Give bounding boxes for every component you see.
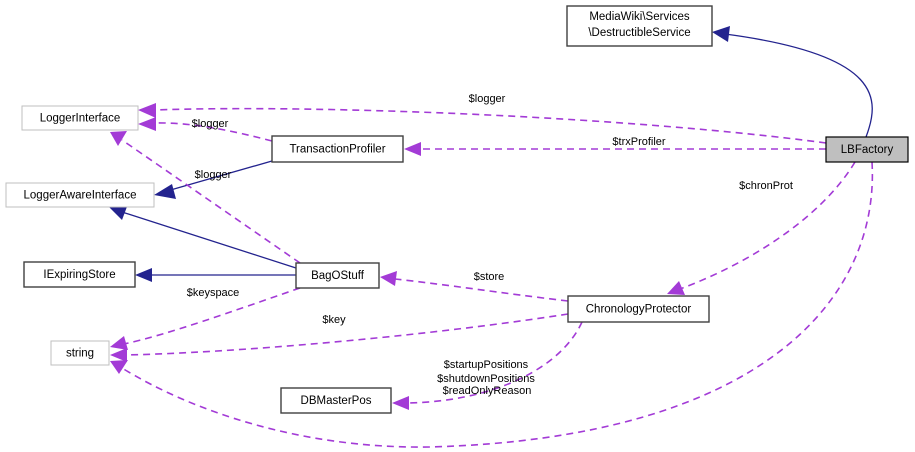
edge-bagostuff-loggerawareinterface: [109, 204, 297, 269]
node-label-line1: TransactionProfiler: [289, 144, 385, 156]
arrow-head-association: [110, 360, 128, 374]
node-chronology-protector[interactable]: ChronologyProtector: [567, 295, 710, 323]
node-box: [825, 136, 909, 163]
node-dbmaster-pos[interactable]: DBMasterPos: [280, 387, 392, 414]
arrow-head-association: [138, 103, 156, 118]
node-string[interactable]: string: [50, 340, 110, 366]
edge-label-trx-profiler: $trxProfiler: [612, 136, 666, 148]
edge-line: [121, 161, 874, 448]
node-box: [271, 135, 404, 163]
arrow-head-association: [138, 117, 156, 131]
edge-lbfactory-string: $readOnlyReason: [110, 161, 874, 448]
edge-lbfactory-loggerinterface: $logger: [138, 93, 827, 144]
node-box: [295, 262, 380, 289]
edge-line: [123, 287, 301, 345]
node-lbfactory[interactable]: LBFactory: [825, 136, 909, 163]
edge-chronologyprotector-bagostuff: $store: [380, 271, 569, 302]
edge-label-shutdown-positions: $shutdownPositions: [437, 373, 535, 385]
node-logger-interface[interactable]: LoggerInterface: [21, 105, 139, 131]
edge-line: [679, 161, 856, 290]
edge-bagostuff-iexpiringstore: [135, 268, 296, 282]
node-logger-aware-interface[interactable]: LoggerAwareInterface: [5, 182, 155, 208]
node-iexpiring-store[interactable]: IExpiringStore: [23, 261, 136, 288]
node-label-line1: LoggerAwareInterface: [24, 190, 137, 202]
arrow-head-association: [667, 281, 685, 295]
arrow-head-association: [110, 336, 128, 350]
node-label-line1: MediaWiki\Services: [589, 11, 690, 23]
edge-transactionprofiler-loggerawareinterface: [154, 160, 273, 199]
edge-lbfactory-destructibleservice: [712, 26, 873, 138]
node-box: [567, 295, 710, 323]
edge-line: [724, 33, 873, 138]
node-destructible-service[interactable]: MediaWiki\Services \DestructibleService: [566, 5, 713, 47]
node-box: [5, 182, 155, 208]
node-transaction-profiler[interactable]: TransactionProfiler: [271, 135, 404, 163]
edge-label-key: $key: [322, 314, 346, 326]
edge-line: [405, 321, 583, 404]
node-label-line1: DBMasterPos: [301, 395, 372, 407]
arrow-head-inheritance: [109, 204, 128, 220]
node-label-line1: BagOStuff: [311, 270, 365, 282]
edge-chronologyprotector-string: $key: [110, 313, 569, 362]
node-label-line2: \DestructibleService: [588, 27, 690, 39]
node-label-line1: LoggerInterface: [40, 113, 121, 125]
edge-bagostuff-loggerinterface: $logger: [110, 131, 301, 264]
node-box: [50, 340, 110, 366]
edge-label-chron-prot: $chronProt: [739, 180, 793, 192]
edge-label-read-only-reason: $readOnlyReason: [443, 385, 532, 397]
arrow-head-association: [380, 271, 397, 286]
edge-lbfactory-transactionprofiler: $trxProfiler: [404, 136, 826, 156]
node-box: [23, 261, 136, 288]
edge-label-logger-top: $logger: [469, 93, 506, 105]
edge-label-logger-mid: $logger: [192, 118, 229, 130]
node-label-line1: ChronologyProtector: [586, 304, 692, 316]
arrow-head-association: [404, 142, 421, 156]
edge-chronologyprotector-dbmasterpos: $startupPositions $shutdownPositions: [392, 321, 583, 410]
edge-line: [121, 139, 301, 264]
edge-transactionprofiler-loggerinterface: $logger: [138, 117, 273, 142]
edge-label-keyspace: $keyspace: [187, 287, 240, 299]
arrow-head-association: [392, 396, 409, 410]
edge-line: [166, 160, 273, 192]
edge-line: [123, 313, 569, 356]
arrow-head-inheritance: [712, 26, 730, 42]
edge-lbfactory-chronologyprotector: $chronProt: [667, 161, 856, 295]
arrow-head-association: [110, 348, 127, 362]
node-label-line1: IExpiringStore: [43, 269, 115, 281]
node-bagostuff[interactable]: BagOStuff: [295, 262, 380, 289]
edge-bagostuff-string: $keyspace: [110, 287, 301, 350]
arrow-head-association: [110, 131, 127, 146]
edge-line: [121, 211, 297, 269]
node-box: [21, 105, 139, 131]
arrow-head-inheritance: [154, 184, 176, 199]
edge-label-store: $store: [474, 271, 505, 283]
node-box: [280, 387, 392, 414]
edge-line: [152, 107, 827, 144]
node-box: [566, 5, 713, 47]
node-label-line1: string: [66, 348, 94, 360]
node-label-line1: LBFactory: [841, 144, 894, 156]
edge-label-logger-low: $logger: [195, 169, 232, 181]
edge-label-startup-positions: $startupPositions: [444, 359, 529, 371]
edge-line: [152, 122, 273, 142]
arrow-head-inheritance: [135, 268, 152, 282]
